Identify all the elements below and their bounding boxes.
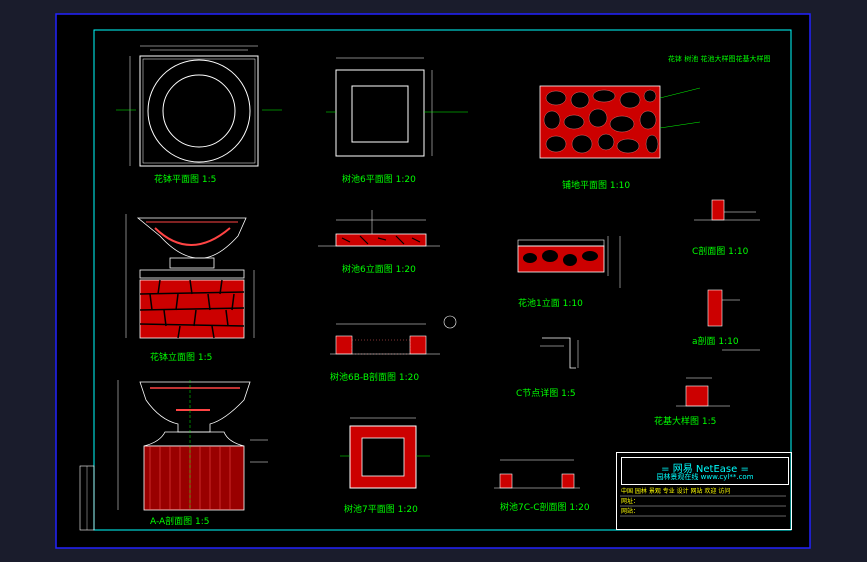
title-block-header: = 网易 NetEase = 园林景观在线 www.cyl**.com [621, 457, 789, 485]
outer-frame [55, 13, 811, 549]
tree-pool6-elev-label: 树池6立面图 1:20 [342, 265, 416, 275]
tree-pool7-cc-label: 树池7C-C剖面图 1:20 [500, 503, 590, 513]
tree-pool7-cc-drawing [494, 459, 580, 489]
title-block-line2: 网址： [621, 498, 640, 505]
tree-pool6-bb-label: 树池6B-B剖面图 1:20 [330, 373, 420, 383]
paving-plan-drawing [539, 85, 701, 159]
c-node-detail-drawing [540, 337, 579, 369]
tree-pool6-plan-label: 树池6平面图 1:20 [342, 175, 416, 185]
a-section-label: a剖面 1:10 [692, 337, 739, 347]
brand-text: = 网易 NetEase = [661, 464, 749, 475]
flower-pool1-elev-drawing [517, 236, 621, 288]
flower-base-detail-drawing [676, 377, 730, 407]
title-block-body: 中国 园林 景观 专业 设计 网站 欢迎 访问 网址： 网站： [621, 487, 787, 517]
c-node-detail-label: C节点详图 1:5 [516, 389, 576, 399]
inner-border [93, 29, 792, 531]
tree-pool7-plan-label: 树池7平面图 1:20 [344, 505, 418, 515]
main-title: 花钵 树池 花池大样图花基大样图 [668, 55, 771, 63]
flowerpot-plan-drawing [116, 45, 282, 167]
flower-base-detail-label: 花基大样图 1:5 [654, 417, 717, 427]
tree-pool6-plan-drawing [326, 57, 468, 157]
title-block-line1: 中国 园林 景观 专业 设计 网站 欢迎 访问 [621, 488, 731, 495]
section-aa-drawing [117, 380, 268, 511]
flowerpot-plan-label: 花钵平面图 1:5 [154, 175, 217, 185]
tree-pool6-elev-drawing [318, 210, 440, 247]
site-text: 园林景观在线 www.cyl**.com [656, 473, 754, 481]
flowerpot-elevation-label: 花钵立面图 1:5 [150, 353, 213, 363]
paving-plan-label: 铺地平面图 1:10 [562, 181, 631, 191]
title-block-line3: 网站： [621, 508, 640, 515]
a-section-drawing [707, 289, 760, 351]
section-aa-label: A-A剖面图 1:5 [150, 517, 210, 527]
flower-pool1-elev-label: 花池1立面 1:10 [518, 299, 583, 309]
flowerpot-elevation-drawing [125, 214, 255, 339]
title-block: = 网易 NetEase = 园林景观在线 www.cyl**.com 中国 园… [616, 452, 792, 530]
tree-pool6-bb-drawing [330, 315, 457, 355]
c-section-drawing [694, 199, 760, 221]
title-block-lines [620, 495, 786, 517]
c-section-label: C剖面图 1:10 [692, 247, 749, 257]
tree-pool7-plan-drawing [340, 417, 430, 489]
